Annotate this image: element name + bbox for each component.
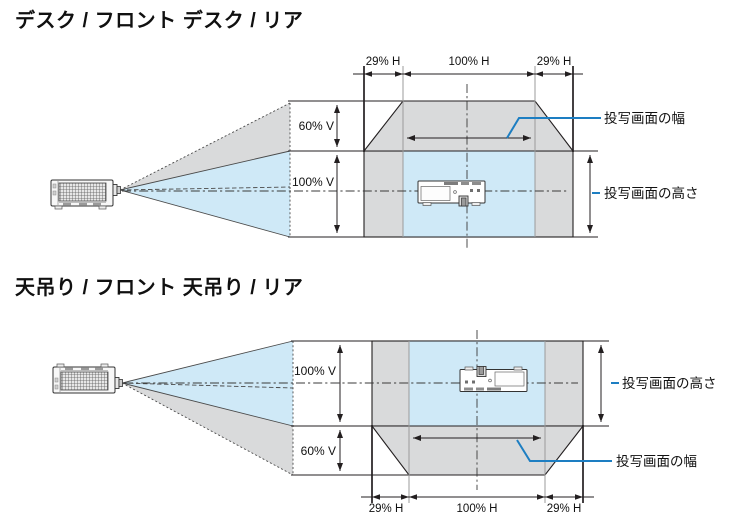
horizontal-dimension <box>353 71 583 77</box>
projector-top-icon <box>417 180 486 207</box>
diagram-title-desk: デスク / フロント デスク / リア <box>15 8 303 32</box>
projection-beam-blue <box>122 341 293 426</box>
dim-label-100h: 100% H <box>457 503 498 515</box>
projector-side-icon-ceiling <box>52 363 123 394</box>
projector-top-icon-ceiling <box>459 366 528 392</box>
callout-screen-width: 投写画面の幅 <box>616 454 697 469</box>
ceiling-front-rear-diagram: 天吊り / フロント 天吊り / リア 100% V 60% V 29% H 1… <box>15 277 717 515</box>
lens-shift-range-area <box>362 100 575 238</box>
dim-label-29h-left: 29% H <box>369 503 404 515</box>
shift-label-60v: 60% V <box>299 119 334 133</box>
diagram-title-ceiling: 天吊り / フロント 天吊り / リア <box>15 277 303 299</box>
shift-label-60v: 60% V <box>301 444 336 458</box>
lens-shift-range-area <box>370 340 585 476</box>
shift-label-100v: 100% V <box>292 175 334 189</box>
dim-label-29h-left: 29% H <box>366 56 401 68</box>
callout-screen-height: 投写画面の高さ <box>622 375 717 391</box>
reference-lines <box>124 330 609 503</box>
shift-range-trapezoid <box>362 100 575 152</box>
callout-screen-width: 投写画面の幅 <box>604 111 685 126</box>
dim-label-29h-right: 29% H <box>547 503 582 515</box>
dim-label-29h-right: 29% H <box>537 56 572 68</box>
projection-beam <box>121 340 294 476</box>
projector-side-icon <box>50 179 121 210</box>
shift-label-100v: 100% V <box>294 364 336 378</box>
dim-label-100h: 100% H <box>449 56 490 68</box>
callout-screen-height: 投写画面の高さ <box>604 185 699 201</box>
projection-beam-blue <box>120 151 290 237</box>
width-callout-line <box>506 117 601 139</box>
desk-front-rear-diagram: デスク / フロント デスク / リア 29% H 100% H 29% H 6… <box>15 8 699 248</box>
reference-lines <box>122 66 598 248</box>
shift-range-trapezoid <box>370 425 585 476</box>
horizontal-dimension <box>361 494 594 500</box>
projection-beam <box>119 102 291 238</box>
width-callout-line <box>516 439 612 462</box>
